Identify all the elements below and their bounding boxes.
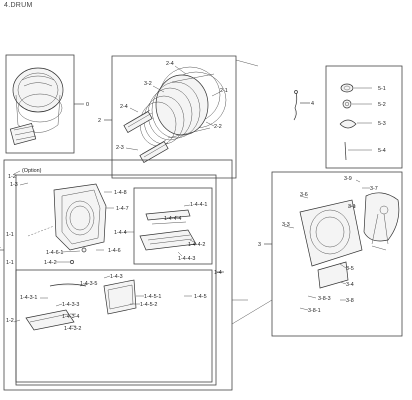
front-assembly-group: (Option) 1-2 1-3 1-4-8 1-4-7 1-4-4 1-4-4… [0,159,233,391]
callout-1-4-4: 1-4-4 [114,230,127,236]
callout-1-4-5: 1-4-5 [194,294,207,300]
callout-1-4-3-4: 1-4-3-4 [62,314,79,320]
callout-5-3: 5-3 [378,121,386,127]
callout-1-4-3-1: 1-4-3-1 [20,295,37,301]
hose-illustration [293,90,298,121]
callout-5-2: 5-2 [378,102,386,108]
callout-3-8-1: 3-8-1 [308,308,321,314]
rear-panel-illustration [299,192,400,289]
callout-1-4-5-2: 1-4-5-2 [140,302,157,308]
callout-2-4-top: 2-4 [166,61,174,67]
callout-4: 4 [311,101,314,107]
callout-1-4-4-3: 1-4-4-3 [178,256,195,262]
callout-1-4-4-2: 1-4-4-2 [188,242,205,248]
callout-1-4-7: 1-4-7 [116,206,129,212]
callout-1-2-bottom: 1-2 [6,318,14,324]
callout-3-1: 3-1 [348,204,356,210]
callout-1-4-4-4: 1-4-4-4 [164,216,181,222]
callout-2-1: 2-1 [220,88,228,94]
callout-1-4-3-5: 1-4-3-5 [80,281,97,287]
callout-3-5: 3-5 [346,266,354,272]
rear-assembly-group: 3-9 3-7 3-6 3-1 3-3 3 3-5 3-4 3-8-3 3-8-… [258,171,403,337]
callout-2-3: 2-3 [116,145,124,151]
callout-2-2: 2-2 [214,124,222,130]
hardware-box [325,65,403,169]
callout-1-4-3-3: 1-4-3-3 [62,302,79,308]
callout-1: 1 [0,244,1,250]
filter-subassembly-box [133,187,213,265]
lint-duct-box [15,269,213,383]
callout-1-4-3-2: 1-4-3-2 [64,326,81,332]
drum-body-box [111,55,237,179]
callout-1-4-5-1: 1-4-5-1 [144,294,161,300]
callout-1-4-6-1: 1-4-6-1 [46,250,63,256]
part-5-4-illustration [344,141,347,161]
lint-duct-illustration [25,279,137,331]
callout-3-4: 3-4 [346,282,354,288]
callout-5-1: 5-1 [378,86,386,92]
callout-1-4: 1-4 [214,270,222,276]
callout-1-4-2: 1-4-2 [44,260,57,266]
part-5-3-illustration [339,119,357,129]
callout-2: 2 [98,118,101,124]
callout-3-2: 3-2 [144,81,152,87]
callout-1-4-8: 1-4-8 [114,190,127,196]
front-assembly-outer-box [3,159,233,391]
callout-3-9: 3-9 [344,176,352,182]
guide-lines [231,59,273,325]
part-5-1-illustration [340,83,354,93]
filter-subassembly-illustration [139,209,197,251]
callout-1-4-6: 1-4-6 [108,248,121,254]
callout-1-2: 1-2 [8,174,16,180]
callout-option: (Option) [22,168,42,174]
callout-2-4-left: 2-4 [120,104,128,110]
callout-1-1-top: 1-1 [6,232,14,238]
rear-assembly-box [271,171,403,337]
callout-1-1-bottom: 1-1 [6,260,14,266]
callout-3-6: 3-6 [300,192,308,198]
hardware-group: 4 5-1 5-2 5-3 5-4 [293,65,403,169]
callout-1-3: 1-3 [10,182,18,188]
callout-3-8: 3-8 [346,298,354,304]
callout-3: 3 [258,242,261,248]
drum-body-group: 2 2-4 3-2 2-1 2-4 2-2 2-3 [98,55,237,179]
callout-3-3: 3-3 [282,222,290,228]
drum-assembly-illustration [9,67,64,146]
callout-0: 0 [86,102,89,108]
front-panel-illustration [53,183,107,251]
drum-assembly-group: 0 [5,54,89,154]
page-title: 4.DRUM [4,2,33,9]
callout-3-7: 3-7 [370,186,378,192]
part-5-2-illustration [342,99,352,109]
callout-5-4: 5-4 [378,148,386,154]
callout-3-8-3: 3-8-3 [318,296,331,302]
callout-1-4-4-1: 1-4-4-1 [190,202,207,208]
drum-body-illustration [123,66,227,163]
callout-1-4-3: 1-4-3 [110,274,123,280]
